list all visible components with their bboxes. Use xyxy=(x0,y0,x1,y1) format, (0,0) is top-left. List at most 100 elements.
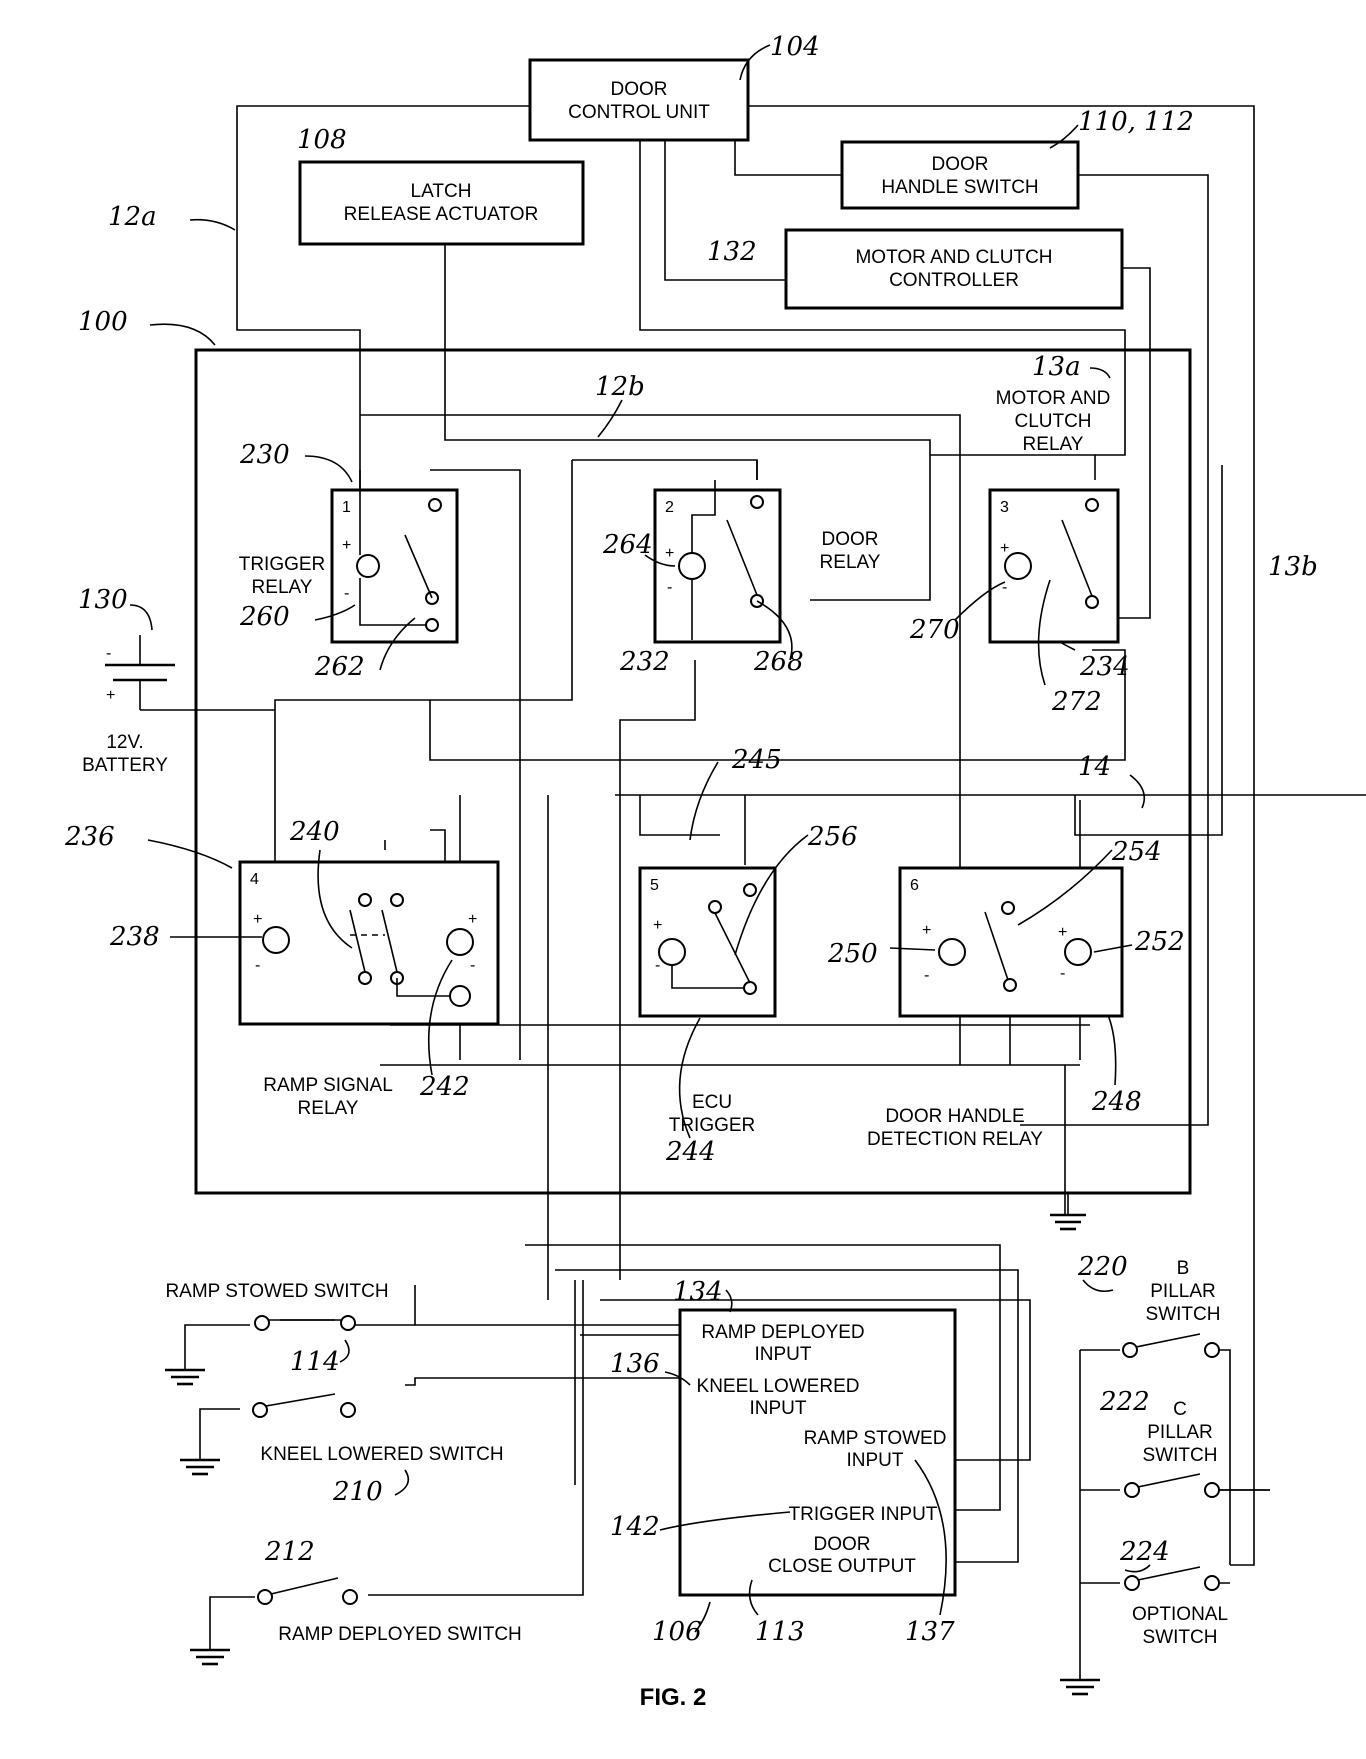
svg-text:TRIGGER: TRIGGER xyxy=(669,1115,756,1136)
svg-text:4: 4 xyxy=(250,871,259,888)
svg-text:+: + xyxy=(1058,924,1067,941)
svg-text:5: 5 xyxy=(650,877,659,894)
door-handle-detection-relay: 6 + - + - xyxy=(898,866,1124,1018)
svg-text:2: 2 xyxy=(665,499,674,516)
svg-text:272: 272 xyxy=(1051,687,1102,717)
svg-text:260: 260 xyxy=(239,602,290,632)
controller-106-block: RAMP DEPLOYED INPUT KNEEL LOWERED INPUT … xyxy=(678,1308,957,1597)
svg-text:212: 212 xyxy=(264,1537,315,1567)
svg-text:SWITCH: SWITCH xyxy=(1143,1445,1218,1466)
svg-text:236: 236 xyxy=(64,822,115,852)
svg-text:240: 240 xyxy=(289,817,340,847)
svg-text:CLOSE OUTPUT: CLOSE OUTPUT xyxy=(768,1556,916,1577)
svg-text:B: B xyxy=(1177,1258,1190,1279)
svg-text:224: 224 xyxy=(1119,1537,1170,1567)
svg-text:CONTROL UNIT: CONTROL UNIT xyxy=(568,102,710,123)
svg-text:-: - xyxy=(106,645,111,662)
svg-text:134: 134 xyxy=(673,1277,723,1307)
svg-text:RELAY: RELAY xyxy=(252,577,313,598)
svg-text:13a: 13a xyxy=(1032,352,1081,382)
svg-text:-: - xyxy=(344,585,349,602)
svg-text:245: 245 xyxy=(731,745,782,775)
figure-caption: FIG. 2 xyxy=(640,1684,707,1711)
svg-text:RAMP STOWED SWITCH: RAMP STOWED SWITCH xyxy=(165,1281,388,1302)
svg-text:-: - xyxy=(655,957,660,974)
svg-text:-: - xyxy=(255,957,260,974)
svg-text:BATTERY: BATTERY xyxy=(82,755,168,776)
svg-text:3: 3 xyxy=(1000,499,1009,516)
svg-text:106: 106 xyxy=(652,1617,702,1647)
svg-text:C: C xyxy=(1173,1399,1187,1420)
svg-text:DOOR: DOOR xyxy=(814,1534,871,1555)
svg-text:+: + xyxy=(653,917,662,934)
svg-text:ECU: ECU xyxy=(692,1092,732,1113)
svg-text:SWITCH: SWITCH xyxy=(1146,1304,1221,1325)
svg-text:12V.: 12V. xyxy=(106,732,143,753)
optional-switch: OPTIONAL SWITCH xyxy=(1060,1566,1228,1696)
svg-text:MOTOR AND CLUTCH: MOTOR AND CLUTCH xyxy=(855,247,1052,268)
svg-text:238: 238 xyxy=(109,922,160,952)
svg-text:13b: 13b xyxy=(1268,552,1318,582)
svg-text:-: - xyxy=(924,967,929,984)
svg-text:RELAY: RELAY xyxy=(1023,434,1084,455)
battery: - + 12V. BATTERY xyxy=(82,645,175,776)
svg-text:+: + xyxy=(922,922,931,939)
door-control-unit-block: DOOR CONTROL UNIT xyxy=(528,58,750,142)
svg-text:1: 1 xyxy=(342,499,351,516)
svg-text:222: 222 xyxy=(1099,1387,1150,1417)
ramp-stowed-switch: RAMP STOWED SWITCH xyxy=(165,1281,389,1386)
b-pillar-switch: B PILLAR SWITCH xyxy=(1122,1258,1221,1358)
svg-text:INPUT: INPUT xyxy=(750,1398,807,1419)
svg-text:-: - xyxy=(1002,579,1007,596)
svg-text:262: 262 xyxy=(314,652,365,682)
svg-text:PILLAR: PILLAR xyxy=(1147,1422,1212,1443)
svg-text:SWITCH: SWITCH xyxy=(1143,1627,1218,1648)
svg-text:INPUT: INPUT xyxy=(847,1450,904,1471)
svg-text:INPUT: INPUT xyxy=(755,1344,812,1365)
svg-text:RELAY: RELAY xyxy=(298,1098,359,1119)
svg-text:136: 136 xyxy=(610,1349,660,1379)
svg-text:PILLAR: PILLAR xyxy=(1150,1281,1215,1302)
svg-text:12b: 12b xyxy=(595,372,645,402)
svg-text:268: 268 xyxy=(753,647,804,677)
svg-text:+: + xyxy=(106,687,115,704)
svg-text:264: 264 xyxy=(602,530,653,560)
svg-text:6: 6 xyxy=(910,877,919,894)
svg-text:248: 248 xyxy=(1091,1087,1142,1117)
svg-text:230: 230 xyxy=(239,440,290,470)
door-handle-switch-block: DOOR HANDLE SWITCH xyxy=(840,140,1080,210)
svg-text:RELEASE ACTUATOR: RELEASE ACTUATOR xyxy=(344,204,539,225)
svg-text:KNEEL LOWERED: KNEEL LOWERED xyxy=(697,1376,860,1397)
svg-text:132: 132 xyxy=(707,237,757,267)
ramp-signal-relay: 4 + - + - xyxy=(238,860,500,1026)
svg-text:KNEEL LOWERED SWITCH: KNEEL LOWERED SWITCH xyxy=(260,1444,503,1465)
svg-text:-: - xyxy=(667,579,672,596)
svg-text:RAMP SIGNAL: RAMP SIGNAL xyxy=(263,1075,393,1096)
svg-text:12a: 12a xyxy=(108,202,157,232)
svg-text:256: 256 xyxy=(807,822,858,852)
svg-text:232: 232 xyxy=(619,647,670,677)
svg-text:254: 254 xyxy=(1111,837,1162,867)
ecu-trigger-relay: 5 + - xyxy=(638,866,777,1018)
svg-text:104: 104 xyxy=(770,32,820,62)
svg-text:244: 244 xyxy=(665,1137,716,1167)
svg-text:RAMP STOWED: RAMP STOWED xyxy=(804,1428,947,1449)
svg-text:250: 250 xyxy=(827,939,878,969)
svg-text:TRIGGER INPUT: TRIGGER INPUT xyxy=(789,1504,938,1525)
svg-text:242: 242 xyxy=(419,1072,470,1102)
motor-clutch-relay: 3 + - xyxy=(988,488,1120,644)
ground-symbol xyxy=(1050,1193,1086,1231)
svg-text:113: 113 xyxy=(755,1617,805,1647)
svg-text:100: 100 xyxy=(78,307,128,337)
svg-text:DETECTION RELAY: DETECTION RELAY xyxy=(867,1129,1043,1150)
svg-text:210: 210 xyxy=(332,1477,383,1507)
svg-text:+: + xyxy=(468,911,477,928)
svg-text:130: 130 xyxy=(78,585,128,615)
svg-text:234: 234 xyxy=(1079,652,1130,682)
svg-text:+: + xyxy=(342,537,351,554)
svg-text:TRIGGER: TRIGGER xyxy=(239,554,326,575)
svg-text:DOOR HANDLE: DOOR HANDLE xyxy=(885,1106,1024,1127)
svg-text:142: 142 xyxy=(610,1512,660,1542)
svg-text:108: 108 xyxy=(297,125,347,155)
